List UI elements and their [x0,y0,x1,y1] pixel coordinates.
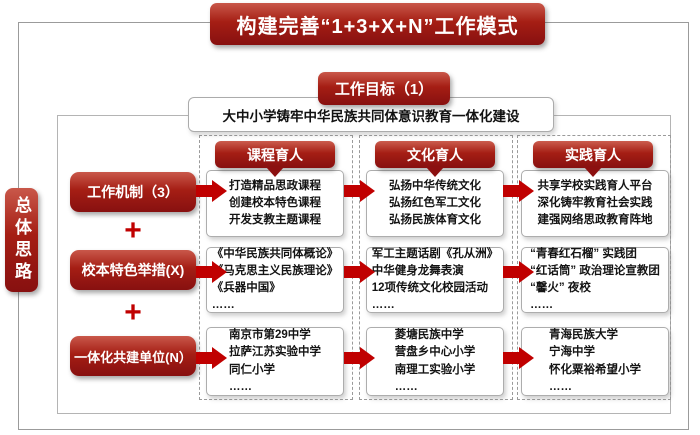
flow-arrow-icon [503,261,534,283]
column-header-practice: 实践育人 [533,141,653,177]
plus-sign: + [124,296,142,329]
flow-arrow-icon [344,347,375,369]
flow-arrow-icon [196,347,227,369]
cell-text: 菱塘民族中学 营盘乡中心小学 南理工实验小学 …… [394,329,476,393]
ribbon-tail-icon [584,167,602,177]
column-header-label: 实践育人 [565,146,621,163]
side-label: 总体思路 [5,188,38,292]
flow-arrow-icon [196,261,227,283]
flow-arrow-icon [503,180,534,202]
flow-arrow-icon [503,347,534,369]
cell-text: 弘扬中华传统文化 弘扬红色军工文化 弘扬民族体育文化 [389,179,481,227]
cell-text: 打造精品思政课程 创建校本特色课程 开发支教主题课程 [229,179,321,227]
cell-text: “青春红石榴” 实践团 “红话筒” 政治理论宣教团 “馨火” 夜校 …… [530,247,660,312]
left-item-work-mechanism: 工作机制（3） [70,172,196,212]
cell-culture-mechanism: 弘扬中华传统文化 弘扬红色军工文化 弘扬民族体育文化 [366,170,504,237]
cell-culture-measures: 军工主题话剧《孔从洲》 中华健身龙舞表演 12项传统文化校园活动 …… [366,247,504,313]
goal-text: 大中小学铸牢中华民族共同体意识教育一体化建设 [222,108,520,124]
ribbon-tail-icon [426,167,444,177]
cell-text: 青海民族大学 宁海中学 怀化粟裕希望小学 …… [549,329,641,393]
cell-curriculum-measures: 《中华民族共同体概论》 《马克思主义民族理论》 《兵器中国》 …… [206,247,344,313]
goal-label-banner: 工作目标（1） [318,72,450,105]
cell-text: 共享学校实践育人平台 深化铸牢教育社会实践 建强网络思政教育阵地 [537,179,653,227]
cell-culture-units: 菱塘民族中学 营盘乡中心小学 南理工实验小学 …… [366,327,504,396]
plus-sign: + [124,214,142,247]
ribbon-tail-icon [266,167,284,177]
diagram-title: 构建完善“1+3+X+N”工作模式 [210,3,545,45]
cell-curriculum-mechanism: 打造精品思政课程 创建校本特色课程 开发支教主题课程 [206,170,344,237]
left-item-school-measures: 校本特色举措(X) [70,250,196,290]
column-header-label: 文化育人 [407,146,463,163]
flow-arrow-icon [344,180,375,202]
flow-arrow-icon [344,261,375,283]
column-header-curriculum: 课程育人 [215,141,335,177]
column-header-culture: 文化育人 [375,141,495,177]
column-header-label: 课程育人 [247,146,303,163]
flow-arrow-icon [196,180,227,202]
cell-text: 南京市第29中学 拉萨江苏实验中学 同仁小学 …… [229,329,321,393]
cell-text: 《中华民族共同体概论》 《马克思主义民族理论》 《兵器中国》 …… [211,247,339,312]
cell-text: 军工主题话剧《孔从洲》 中华健身龙舞表演 12项传统文化校园活动 …… [371,247,499,312]
cell-curriculum-units: 南京市第29中学 拉萨江苏实验中学 同仁小学 …… [206,327,344,396]
cell-practice-units: 青海民族大学 宁海中学 怀化粟裕希望小学 …… [521,327,669,396]
cell-practice-mechanism: 共享学校实践育人平台 深化铸牢教育社会实践 建强网络思政教育阵地 [521,170,669,237]
cell-practice-measures: “青春红石榴” 实践团 “红话筒” 政治理论宣教团 “馨火” 夜校 …… [521,247,669,313]
left-item-coconstruction-units: 一体化共建单位(N） [70,336,196,376]
